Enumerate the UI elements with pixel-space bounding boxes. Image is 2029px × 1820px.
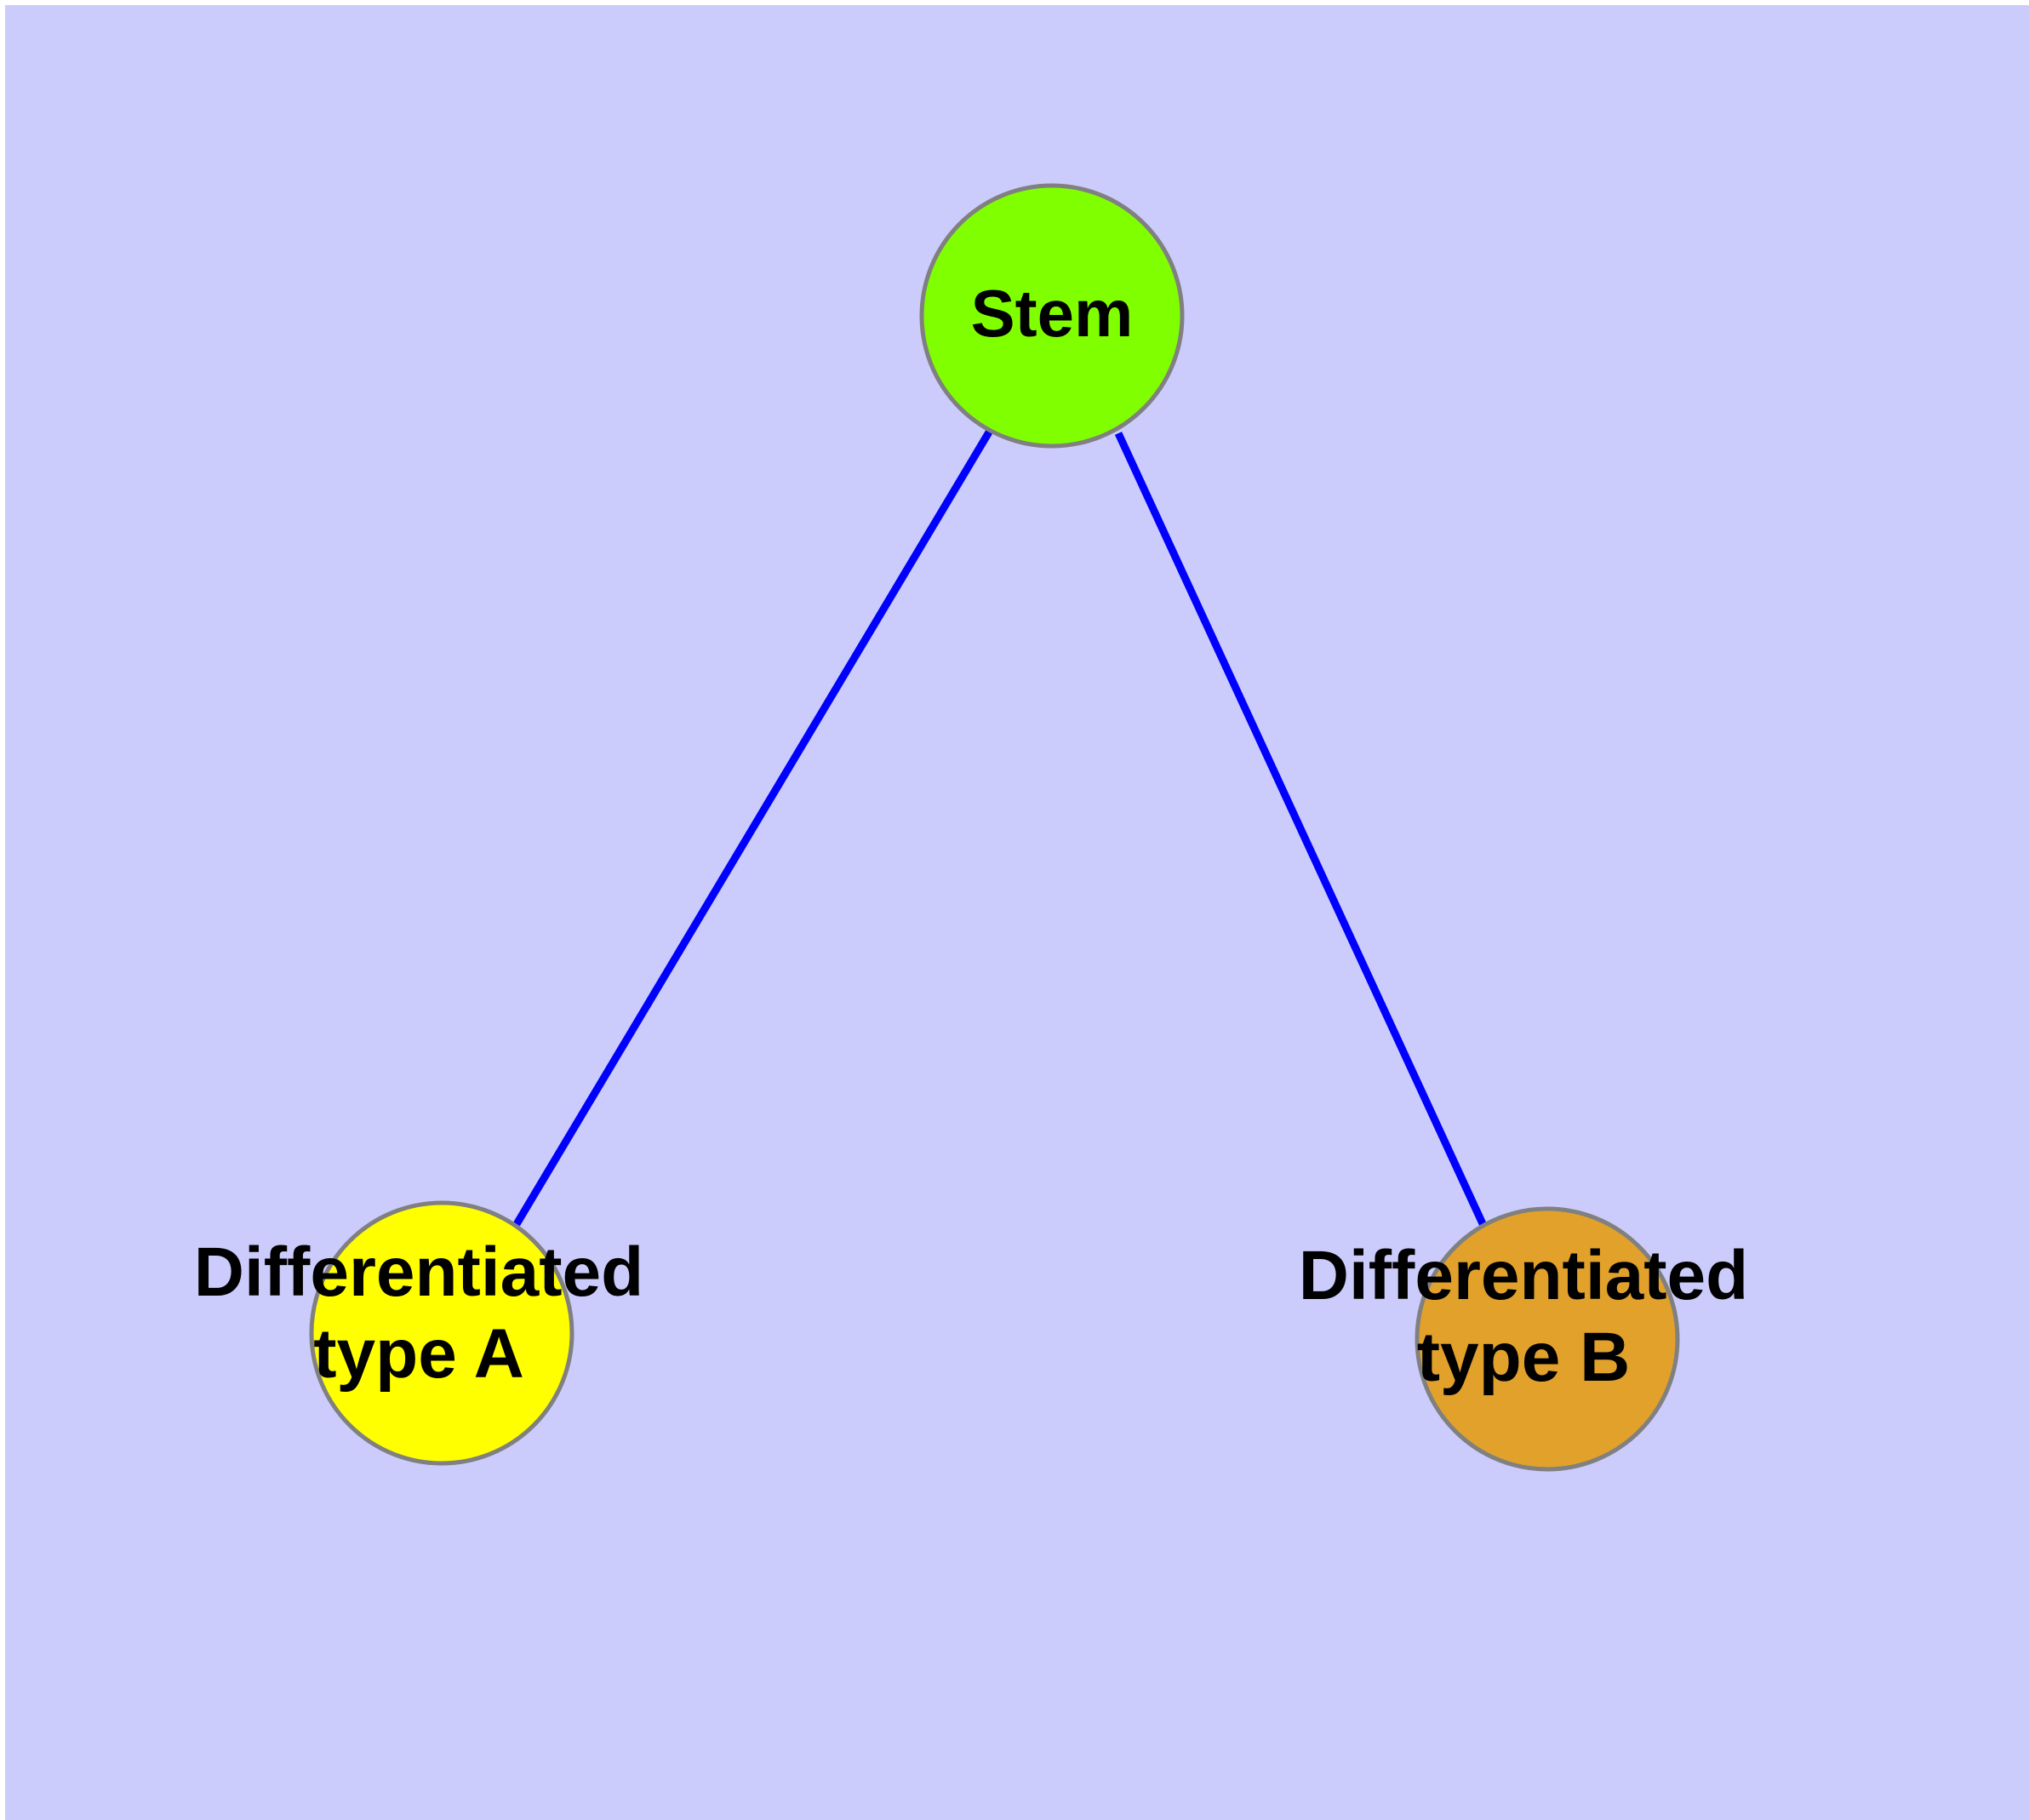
node-stem[interactable] <box>919 183 1185 449</box>
edge-layer <box>513 428 1489 1231</box>
node-differentiated-type-a[interactable] <box>309 1200 574 1466</box>
node-label-stem: Stem <box>971 276 1134 351</box>
edge-stem-to-diff-a[interactable] <box>513 428 993 1227</box>
node-layer <box>309 183 1680 1472</box>
edge-stem-to-diff-b[interactable] <box>1114 432 1489 1231</box>
node-differentiated-type-b[interactable] <box>1415 1206 1680 1472</box>
